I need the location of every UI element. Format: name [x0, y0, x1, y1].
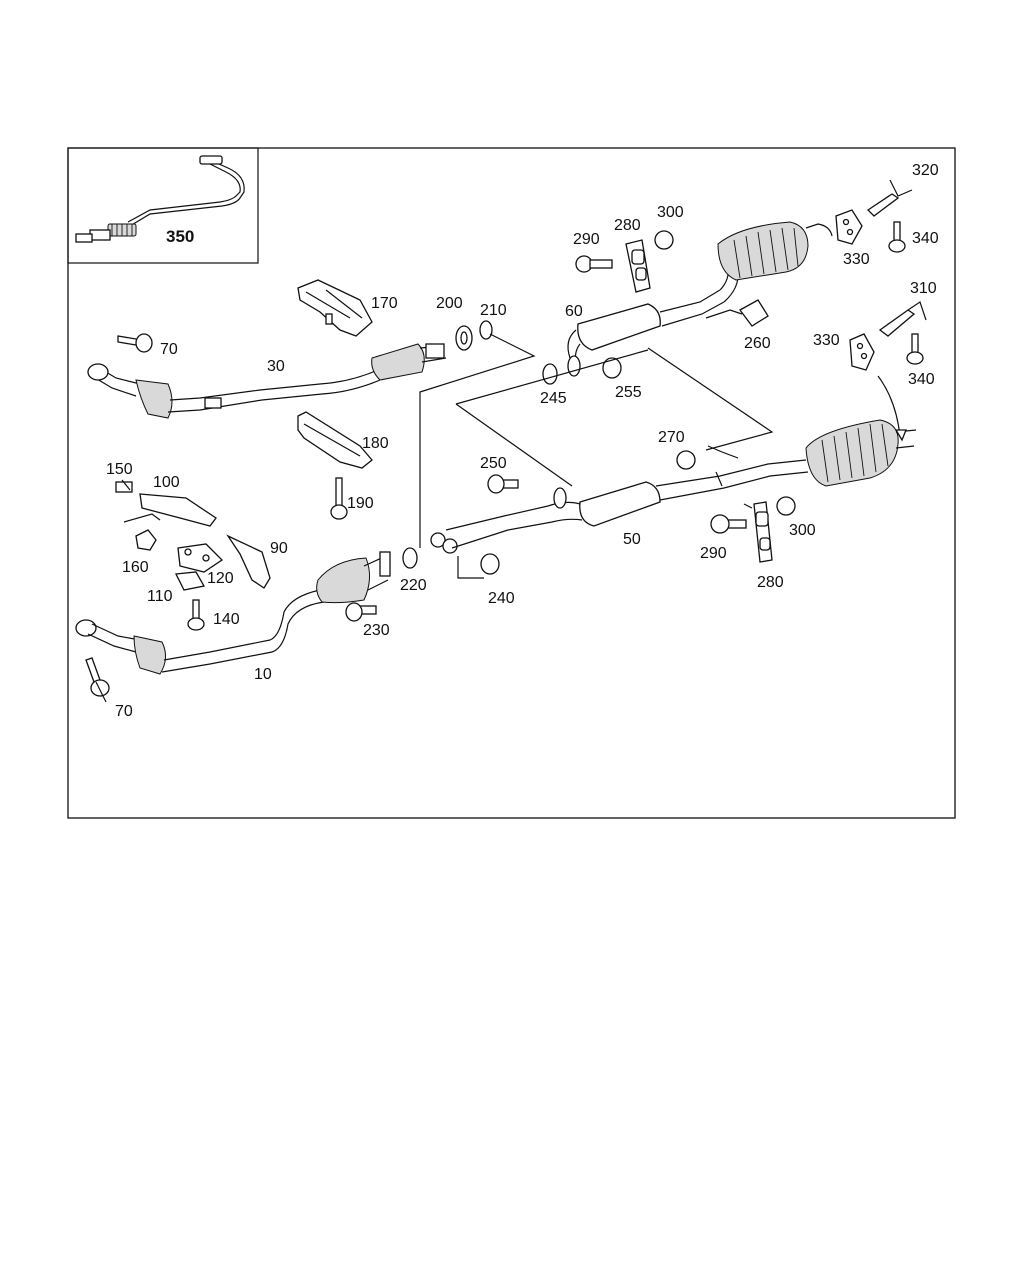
- label-340-upper: 340: [912, 230, 939, 247]
- inset-frame: [67, 147, 259, 264]
- label-280-upper: 280: [614, 217, 641, 234]
- label-280-lower: 280: [757, 574, 784, 591]
- ring-210: [479, 320, 493, 340]
- label-120: 120: [207, 570, 234, 587]
- heat-shield-180: [297, 411, 373, 469]
- rear-muffler-lower: [805, 419, 917, 487]
- label-160: 160: [122, 559, 149, 576]
- nut-300-upper: [654, 230, 674, 250]
- bolt-190: [330, 477, 348, 520]
- nut-240: [480, 553, 500, 575]
- bolt-140: [187, 599, 205, 631]
- label-340-lower: 340: [908, 371, 935, 388]
- label-180: 180: [362, 435, 389, 452]
- nut-300-lower: [776, 496, 796, 516]
- label-200: 200: [436, 295, 463, 312]
- diagram-frame: [67, 147, 956, 819]
- label-100: 100: [153, 474, 180, 491]
- label-150: 150: [106, 461, 133, 478]
- mount-group-90: [174, 534, 271, 591]
- label-110: 110: [147, 588, 173, 605]
- bolt-70-upper: [117, 333, 153, 353]
- bracket-310: [878, 301, 927, 337]
- label-30: 30: [267, 358, 285, 375]
- label-220: 220: [400, 577, 427, 594]
- label-270: 270: [658, 429, 685, 446]
- label-70-upper: 70: [160, 341, 178, 358]
- label-230: 230: [363, 622, 390, 639]
- label-290-upper: 290: [573, 231, 600, 248]
- bolt-70-lower: [85, 657, 110, 697]
- hanger-260: [705, 299, 769, 327]
- label-140: 140: [213, 611, 240, 628]
- hanger-280-lower: [753, 501, 773, 563]
- bolt-290-upper: [575, 255, 613, 273]
- bolt-230: [345, 602, 377, 622]
- label-90: 90: [270, 540, 288, 557]
- label-170: 170: [371, 295, 398, 312]
- ring-220: [402, 547, 418, 569]
- label-250: 250: [480, 455, 507, 472]
- ring-245: [542, 363, 558, 385]
- label-210: 210: [480, 302, 507, 319]
- leader-lines: [95, 333, 774, 703]
- bolt-340-upper: [888, 221, 906, 253]
- bolt-250: [487, 474, 519, 494]
- label-330-upper: 330: [843, 251, 870, 268]
- heat-shield-170: [297, 279, 373, 337]
- middle-muffler-60: [567, 265, 739, 371]
- label-290-lower: 290: [700, 545, 727, 562]
- label-350: 350: [166, 227, 194, 246]
- oxygen-sensor: [75, 155, 245, 243]
- label-260: 260: [744, 335, 771, 352]
- front-pipe-10: [75, 551, 391, 675]
- label-70-lower: 70: [115, 703, 133, 720]
- label-310: 310: [910, 280, 937, 297]
- rear-muffler-upper: [717, 221, 833, 281]
- bolt-340-lower: [906, 333, 924, 365]
- label-255: 255: [615, 384, 642, 401]
- label-330-lower: 330: [813, 332, 840, 349]
- label-320: 320: [912, 162, 939, 179]
- label-300-upper: 300: [657, 204, 684, 221]
- nut-255: [602, 357, 622, 379]
- hanger-280-upper: [625, 239, 651, 293]
- front-pipe-30: [87, 343, 447, 419]
- bolt-290-lower: [710, 514, 747, 534]
- hanger-330-lower: [849, 333, 875, 371]
- label-245: 245: [540, 390, 567, 407]
- bracket-320: [866, 179, 913, 217]
- label-10: 10: [254, 666, 272, 683]
- hanger-330-upper: [835, 209, 863, 245]
- label-50: 50: [623, 531, 641, 548]
- nut-270: [676, 450, 696, 470]
- bracket-group-100: [115, 481, 217, 551]
- label-190: 190: [347, 495, 374, 512]
- label-300-lower: 300: [789, 522, 816, 539]
- label-240: 240: [488, 590, 515, 607]
- label-60: 60: [565, 303, 583, 320]
- center-pipe-50: [430, 459, 809, 554]
